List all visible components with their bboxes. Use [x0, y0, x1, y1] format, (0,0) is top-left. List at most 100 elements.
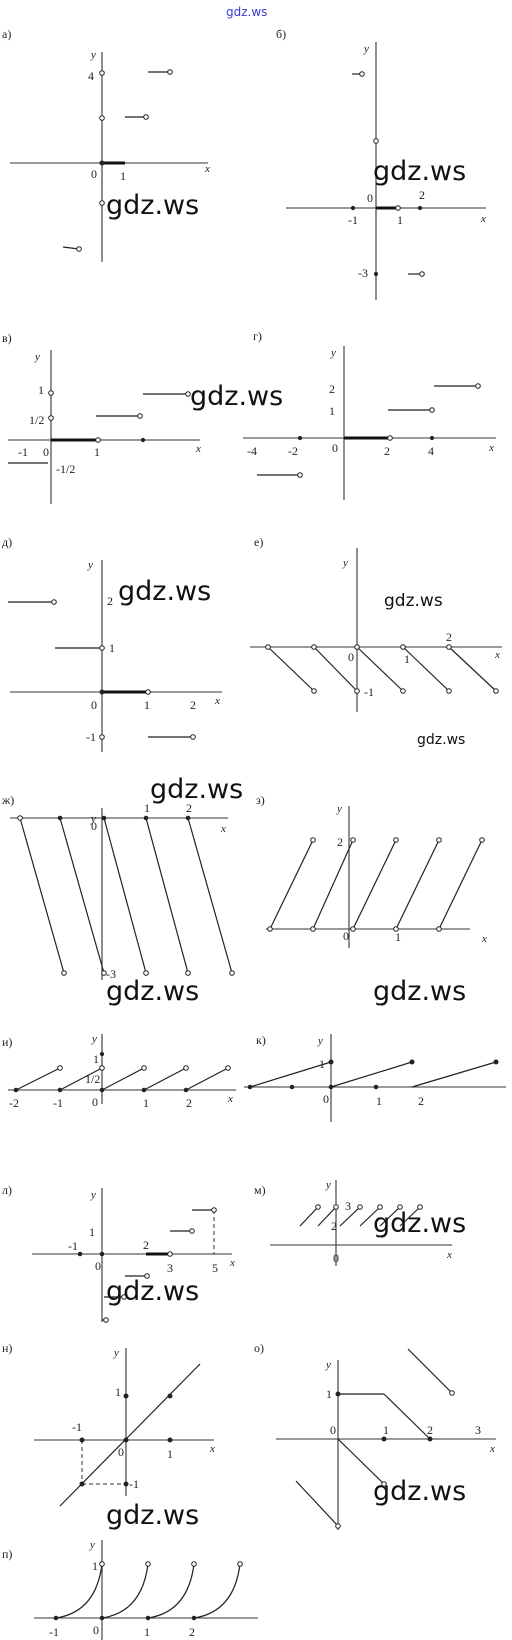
filled-point	[57, 815, 63, 821]
graph-segment	[399, 1206, 421, 1227]
tick-label: 2	[186, 1096, 192, 1110]
site-link[interactable]: gdz.ws	[226, 5, 267, 19]
filled-point	[53, 1615, 59, 1621]
open-point	[143, 970, 149, 976]
filled-point	[297, 435, 303, 441]
open-point	[436, 837, 442, 843]
tick-label: 3	[345, 1199, 351, 1213]
filled-point	[101, 815, 107, 821]
y-axis-label: y	[90, 49, 96, 61]
graph-segment	[187, 817, 233, 974]
tick-label: 1	[109, 641, 115, 655]
open-point	[265, 644, 271, 650]
panel-z: з) y x 2 0 1	[256, 793, 487, 948]
graph-segment	[15, 1067, 61, 1091]
watermark: gdz.ws	[373, 1208, 466, 1239]
open-point	[144, 1273, 150, 1279]
open-point	[310, 837, 316, 843]
panel-label: б)	[276, 27, 286, 41]
open-point	[354, 688, 360, 694]
open-point	[267, 926, 273, 932]
panel-o: о) y x 1 0 1 2 3	[254, 1341, 496, 1530]
filled-point	[123, 1481, 129, 1487]
tick-label: 0	[343, 929, 349, 943]
filled-point	[373, 271, 379, 277]
open-point	[99, 645, 105, 651]
panel-label: г)	[253, 329, 262, 343]
open-point	[99, 1065, 105, 1071]
tick-label: 4	[428, 444, 434, 458]
open-point	[190, 734, 196, 740]
graph-segment	[407, 1348, 453, 1394]
graph-segment	[269, 839, 314, 930]
tick-label: -1	[129, 1477, 139, 1491]
panel-zh: ж) y x 0 1 2 -3	[1, 793, 235, 981]
tick-label: 0	[91, 698, 97, 712]
panel-label: ж)	[1, 793, 14, 807]
panel-label: и)	[2, 1035, 12, 1049]
x-axis-label: x	[204, 163, 210, 175]
tick-label: -3	[106, 967, 116, 981]
tick-label: -3	[358, 266, 368, 280]
filled-point	[350, 205, 356, 211]
graph-segment	[402, 646, 450, 692]
watermark: gdz.ws	[384, 591, 443, 611]
graph-segment	[352, 839, 397, 930]
open-point	[393, 837, 399, 843]
tick-label: -2	[288, 444, 298, 458]
graph-curve	[101, 1563, 149, 1619]
open-point	[393, 926, 399, 932]
tick-label: -4	[247, 444, 257, 458]
x-axis-label: x	[489, 1443, 495, 1455]
open-point	[101, 970, 107, 976]
tick-label: 2	[189, 1625, 195, 1639]
filled-point	[123, 1393, 129, 1399]
open-point	[311, 688, 317, 694]
open-point	[310, 926, 316, 932]
tick-label: 2	[186, 801, 192, 815]
tick-label: -1	[86, 730, 96, 744]
open-point	[354, 644, 360, 650]
graph-segment	[356, 646, 404, 692]
x-axis-label: x	[494, 649, 500, 661]
graph-segment	[267, 646, 315, 692]
graph-curve	[55, 1563, 103, 1619]
graph-curve	[147, 1563, 195, 1619]
tick-label: 2	[337, 835, 343, 849]
watermark: gdz.ws	[106, 976, 199, 1007]
open-point	[225, 1065, 231, 1071]
tick-label: 1	[395, 930, 401, 944]
filled-point	[99, 689, 105, 695]
tick-label: 1	[376, 1094, 382, 1108]
open-point	[373, 138, 379, 144]
graph-segment	[295, 1480, 339, 1527]
filled-point	[191, 1615, 197, 1621]
tick-label: 1	[89, 1225, 95, 1239]
filled-point	[247, 1084, 253, 1090]
panel-g: г) y x 2 1 -4 -2 0 2 4	[243, 329, 496, 500]
open-point	[419, 271, 425, 277]
tick-label: 1	[144, 698, 150, 712]
tick-label: -1	[72, 1420, 82, 1434]
y-axis-label: y	[325, 1359, 331, 1371]
open-point	[189, 1228, 195, 1234]
graph-segment	[103, 817, 147, 974]
tick-label: 0	[348, 650, 354, 664]
tick-label: 1	[329, 404, 335, 418]
open-point	[61, 970, 67, 976]
graph-segment	[438, 839, 483, 930]
tick-label: 1	[167, 1447, 173, 1461]
watermark: gdz.ws	[118, 576, 211, 607]
tick-label: 0	[91, 167, 97, 181]
graph-segment	[313, 646, 358, 692]
tick-label: 1	[404, 652, 410, 666]
watermark: gdz.ws	[417, 732, 465, 748]
open-point	[167, 1251, 173, 1257]
open-point	[185, 970, 191, 976]
tick-label: -1	[49, 1625, 59, 1639]
filled-point	[373, 1084, 379, 1090]
open-point	[311, 644, 317, 650]
tick-label: 2	[331, 1219, 337, 1233]
open-point	[446, 688, 452, 694]
